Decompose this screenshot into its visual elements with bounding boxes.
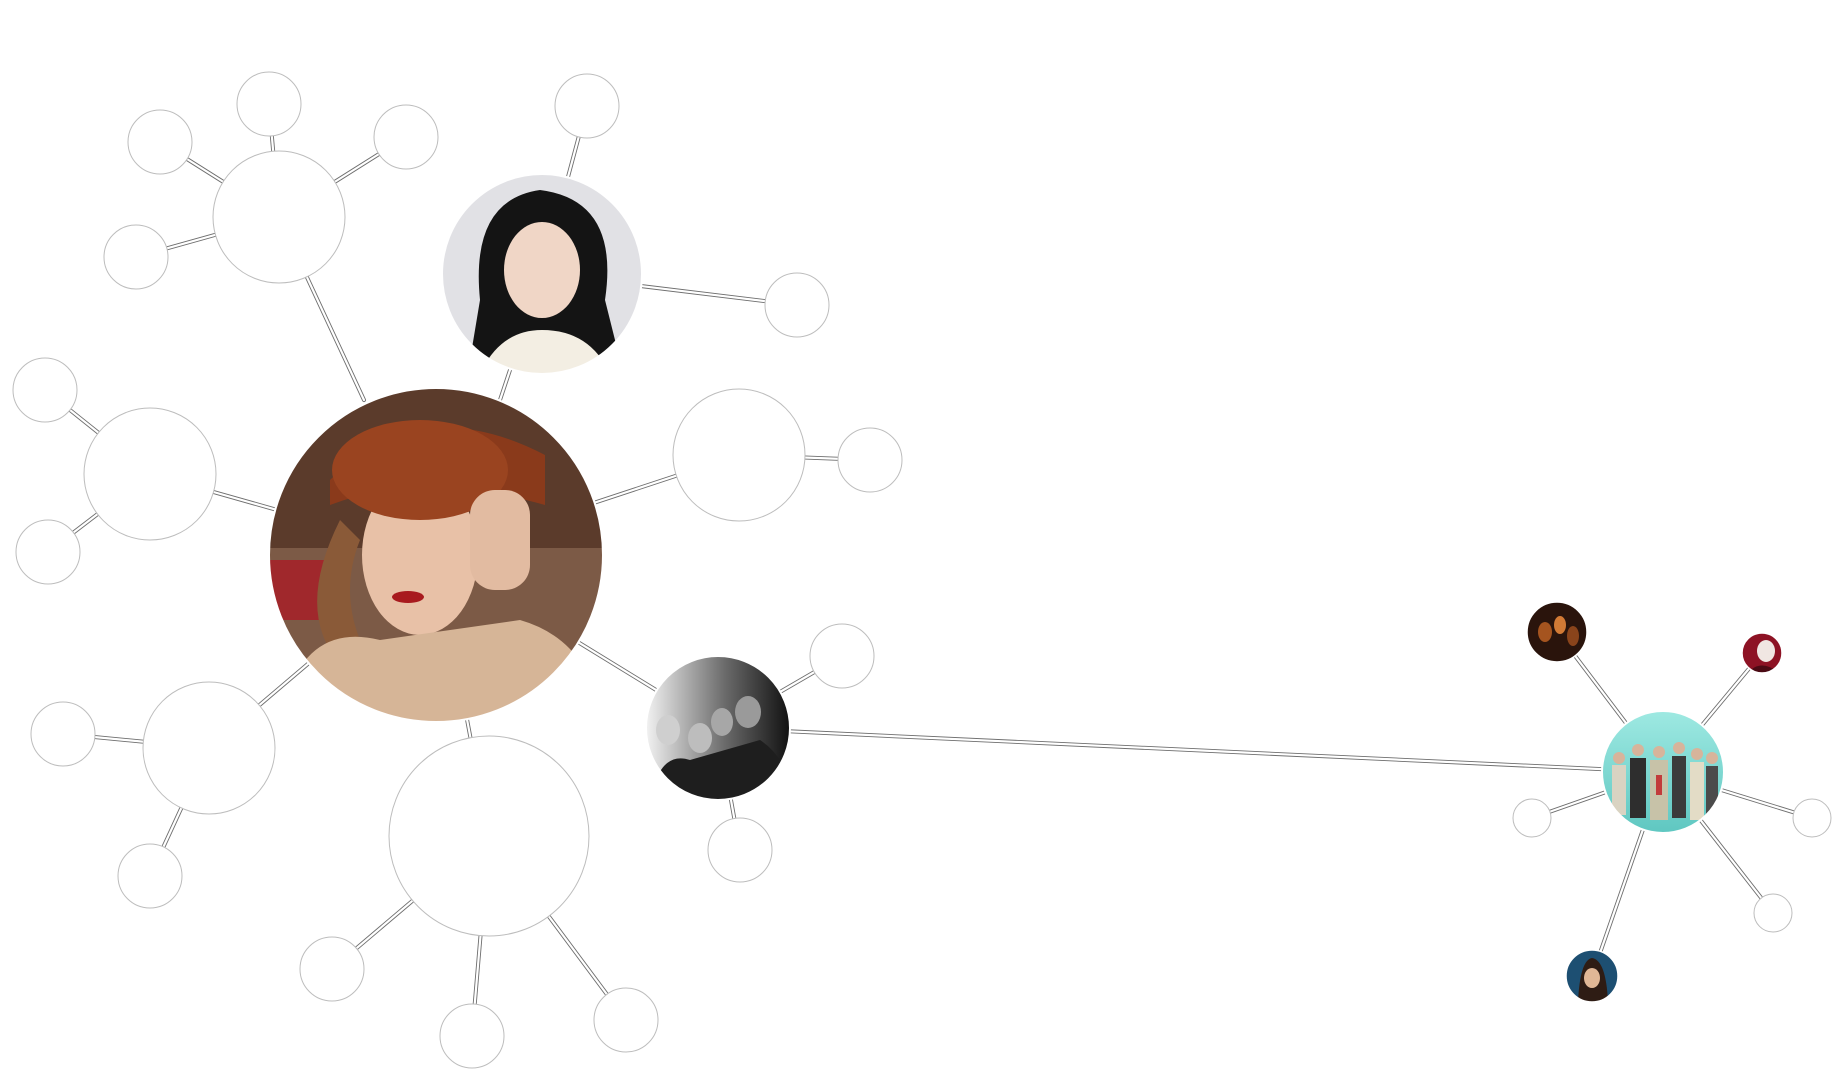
empty-node-small[interactable] — [809, 623, 875, 689]
empty-node-small[interactable] — [837, 427, 903, 493]
empty-node-small[interactable] — [1512, 798, 1552, 838]
empty-node-small[interactable] — [764, 272, 830, 338]
empty-node-small[interactable] — [15, 519, 81, 585]
empty-node-small[interactable] — [127, 109, 193, 175]
empty-node-small[interactable] — [117, 843, 183, 909]
artist-photo-red-cap-coat — [269, 388, 603, 722]
empty-node-small[interactable] — [12, 357, 78, 423]
artist-node-upper[interactable] — [441, 173, 643, 375]
empty-node-small[interactable] — [593, 987, 659, 1053]
empty-node-small[interactable] — [236, 71, 302, 137]
band-node-small-dark[interactable] — [1526, 601, 1588, 663]
empty-node-small[interactable] — [1753, 893, 1793, 933]
artist-node-center-a[interactable] — [268, 387, 604, 723]
empty-node-small[interactable] — [554, 73, 620, 139]
empty-node-lower-left[interactable] — [142, 681, 276, 815]
empty-node-small[interactable] — [1792, 798, 1832, 838]
empty-node-left-middle[interactable] — [83, 407, 217, 541]
empty-node-small[interactable] — [373, 104, 439, 170]
empty-node-large-top-left[interactable] — [212, 150, 346, 284]
empty-node-right-middle[interactable] — [672, 388, 806, 522]
artist-photo-blue-tone — [1566, 950, 1618, 1002]
empty-node-small[interactable] — [30, 701, 96, 767]
empty-node-small[interactable] — [103, 224, 169, 290]
artist-photo-red-tone — [1742, 633, 1782, 673]
band-photo-black-and-white — [646, 656, 790, 800]
band-photo-dark-warm — [1527, 602, 1587, 662]
empty-node-lower-center[interactable] — [388, 735, 590, 937]
artist-node-small-blue[interactable] — [1565, 949, 1619, 1003]
band-node-center-b[interactable] — [1601, 710, 1725, 834]
empty-node-small[interactable] — [439, 1003, 505, 1069]
artist-node-small-red[interactable] — [1741, 632, 1783, 674]
empty-node-small[interactable] — [299, 936, 365, 1002]
band-node-bridge[interactable] — [645, 655, 791, 801]
band-photo-teal-background — [1602, 711, 1724, 833]
empty-node-small[interactable] — [707, 817, 773, 883]
artist-photo-dark-hair-portrait — [442, 174, 642, 374]
